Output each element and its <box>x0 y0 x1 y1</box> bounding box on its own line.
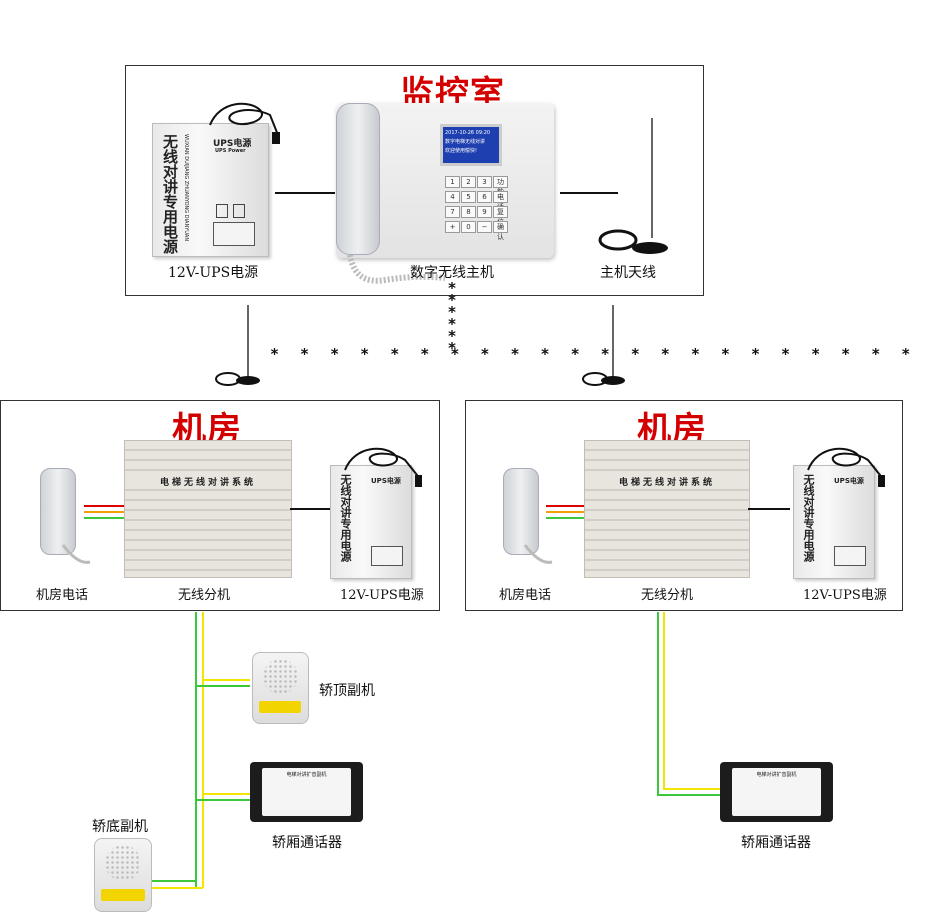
right-room-phone-cord <box>523 544 553 564</box>
host-antenna-cable <box>598 229 668 254</box>
right-unit-title: 电梯无线对讲系统 <box>585 475 749 488</box>
right-room-ups-device: 无线对讲专用电源 UPS电源 <box>793 465 875 579</box>
right-unit-ups-connector <box>748 508 790 510</box>
lcd-line-3: 欢迎使用愉快! <box>445 148 478 154</box>
car-top-device <box>252 652 309 724</box>
key-7[interactable]: 7 <box>445 206 460 218</box>
left-phone-wire-green <box>84 517 124 519</box>
left-room-phone-cord <box>61 544 91 564</box>
ups-pinyin: WUXIAN DUIJIANG ZHUANYONG DIANYUAN <box>183 134 189 242</box>
host-keypad: 1 2 3 功能 4 5 6 电话 7 8 9 复位 + 0 − 确认 <box>445 176 515 241</box>
ups-brand: UPS电源 <box>213 139 252 149</box>
right-room-antenna-cable <box>582 372 608 386</box>
host-antenna-label: 主机天线 <box>600 265 656 281</box>
ups-brand-en: UPS Power <box>215 148 246 154</box>
host-label: 数字无线主机 <box>410 265 494 281</box>
left-ups-vertical-text: 无线对讲专用电源 <box>339 474 352 562</box>
key-9[interactable]: 9 <box>477 206 492 218</box>
left-phone-wire-red <box>84 505 124 507</box>
left-car-intercom-label: 轿厢通话器 <box>272 835 342 851</box>
right-room-antenna-icon <box>612 305 614 383</box>
left-intercom-face: 电梯对讲扩音副机 <box>262 768 351 816</box>
right-phone-wire-orange <box>546 511 584 513</box>
car-top-button-panel <box>259 701 301 713</box>
ups-umbrella-icon <box>233 204 245 218</box>
host-handset <box>336 103 380 255</box>
car-bottom-label: 轿底副机 <box>92 819 148 835</box>
key-5[interactable]: 5 <box>461 191 476 203</box>
left-room-antenna-base <box>236 376 260 385</box>
car-bottom-grill <box>105 845 141 881</box>
key-8[interactable]: 8 <box>461 206 476 218</box>
key-minus[interactable]: − <box>477 221 492 233</box>
key-6[interactable]: 6 <box>477 191 492 203</box>
ups-host-connector <box>275 192 335 194</box>
right-ups-spec-plate <box>834 546 866 566</box>
right-room-antenna-base <box>601 376 625 385</box>
right-room-phone-device <box>503 468 539 555</box>
key-2[interactable]: 2 <box>461 176 476 188</box>
host-coiled-cord <box>347 254 446 284</box>
car-bottom-button-panel <box>101 889 145 901</box>
left-unit-ups-connector <box>290 508 330 510</box>
key-0[interactable]: 0 <box>461 221 476 233</box>
host-antenna-connector <box>560 192 618 194</box>
car-bottom-device <box>94 838 152 912</box>
right-phone-wire-green <box>546 517 584 519</box>
right-room-phone-label: 机房电话 <box>499 588 552 603</box>
right-wireless-unit-device: 电梯无线对讲系统 <box>584 440 750 578</box>
right-intercom-face: 电梯对讲扩音副机 <box>732 768 821 816</box>
ups-fragile-icon <box>216 204 228 218</box>
left-room-ups-label: 12V-UPS电源 <box>340 588 424 603</box>
left-room-phone-device <box>40 468 76 555</box>
host-lcd-screen: 2017-10-26 09:20 数字电梯无线对讲 欢迎使用愉快! <box>440 124 502 166</box>
lcd-line-2: 数字电梯无线对讲 <box>445 139 486 145</box>
left-ups-brand: UPS电源 <box>371 477 401 485</box>
monitor-ups-device: 无线对讲专用电源 WUXIAN DUIJIANG ZHUANYONG DIANY… <box>152 123 269 257</box>
right-ups-cable <box>807 447 885 487</box>
left-intercom-face-title: 电梯对讲扩音副机 <box>286 772 327 778</box>
right-phone-wire-red <box>546 505 584 507</box>
key-1[interactable]: 1 <box>445 176 460 188</box>
lcd-line-1: 2017-10-26 09:20 <box>445 130 491 136</box>
left-wireless-unit-label: 无线分机 <box>178 588 231 603</box>
ups-spec-plate <box>213 222 255 246</box>
monitor-ups-cable <box>209 102 280 144</box>
right-room-ups-label: 12V-UPS电源 <box>803 588 887 603</box>
left-phone-wire-orange <box>84 511 124 513</box>
key-confirm[interactable]: 确认 <box>493 221 508 241</box>
key-3[interactable]: 3 <box>477 176 492 188</box>
left-ups-cable <box>344 447 422 487</box>
right-ups-brand: UPS电源 <box>834 477 864 485</box>
left-car-intercom-device: 电梯对讲扩音副机 <box>250 762 363 822</box>
left-wireless-unit-device: 电梯无线对讲系统 <box>124 440 292 578</box>
left-room-phone-label: 机房电话 <box>36 588 89 603</box>
host-antenna-icon <box>651 118 653 238</box>
wireless-link-horizontal: * * * * * * * * * * * * * * * * * * * * … <box>270 345 917 363</box>
left-ups-spec-plate <box>371 546 403 566</box>
right-ups-vertical-text: 无线对讲专用电源 <box>802 474 815 562</box>
right-car-intercom-device: 电梯对讲扩音副机 <box>720 762 833 822</box>
left-unit-title: 电梯无线对讲系统 <box>125 475 291 488</box>
monitor-ups-label: 12V-UPS电源 <box>168 265 259 281</box>
car-top-grill <box>263 659 298 694</box>
key-plus[interactable]: + <box>445 221 460 233</box>
left-room-antenna-cable <box>215 372 241 386</box>
key-4[interactable]: 4 <box>445 191 460 203</box>
right-car-intercom-label: 轿厢通话器 <box>741 835 811 851</box>
right-wireless-unit-label: 无线分机 <box>641 588 694 603</box>
left-room-ups-device: 无线对讲专用电源 UPS电源 <box>330 465 412 579</box>
wireless-link-vertical: ****** <box>447 279 457 357</box>
right-intercom-face-title: 电梯对讲扩音副机 <box>756 772 797 778</box>
left-room-antenna-icon <box>247 305 249 383</box>
car-top-label: 轿顶副机 <box>319 683 375 699</box>
ups-vertical-text: 无线对讲专用电源 <box>161 134 179 254</box>
